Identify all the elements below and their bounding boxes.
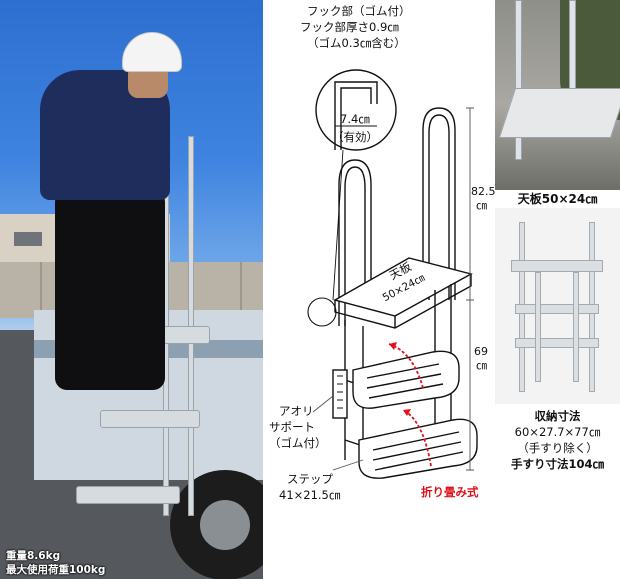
top-plate-caption: 天板50×24㎝: [517, 192, 598, 206]
hook-small-circle: [307, 297, 337, 327]
storage-caption-note: （手すり除く）: [517, 441, 598, 455]
photo-rail-right: [569, 0, 576, 100]
helmet-icon: [122, 32, 182, 72]
support-bracket: [332, 369, 348, 419]
hook-thickness: フック部厚さ0.9㎝: [300, 20, 399, 34]
support-label-2: サポート: [269, 420, 315, 434]
dim-handrail: [466, 107, 474, 301]
weight-text: 重量8.6kg: [6, 550, 61, 562]
upper-step: [352, 350, 460, 409]
handrail-right: [422, 107, 456, 300]
truck-tire: [170, 470, 263, 579]
worker-legs: [55, 190, 165, 390]
top-plate-photo: [495, 0, 620, 190]
body-height-unit: ㎝: [476, 359, 487, 372]
photo-rail-left: [515, 0, 522, 160]
handrail-left: [338, 159, 372, 326]
dim-body: [466, 300, 474, 471]
folding-label: 折り畳み式: [421, 485, 479, 499]
ladder-drawing: [307, 69, 478, 479]
step-size: 41×21.5㎝: [279, 488, 341, 502]
ladder-step: [100, 410, 200, 428]
handrail-height-unit: ㎝: [476, 199, 487, 212]
storage-caption-handrail: 手すり寸法104㎝: [510, 457, 604, 471]
max-load-text: 最大使用荷重100kg: [6, 564, 106, 576]
handrail-height-value: 82.5: [471, 185, 496, 198]
storage-caption-size: 60×27.7×77㎝: [514, 425, 601, 439]
hook-detail-circle: [315, 69, 397, 151]
top-plate-image: [498, 88, 620, 138]
step-label: ステップ: [287, 472, 333, 486]
hook-shape: [334, 81, 378, 150]
handrail-right-inner: [428, 114, 450, 300]
support-label-1: アオリ: [279, 404, 314, 418]
ladder-diagram: フック部（ゴム付） フック部厚さ0.9㎝ （ゴム0.3㎝含む） 7.4㎝ （有効…: [263, 0, 496, 579]
handrail-left-inner: [344, 166, 366, 326]
ladder-step: [76, 486, 180, 504]
storage-photo: [495, 208, 620, 404]
fold-arrow-upper: [388, 343, 424, 389]
hook-effective: （有効）: [332, 130, 378, 144]
body-height-value: 69: [474, 345, 488, 358]
hook-rubber: （ゴム0.3㎝含む）: [307, 36, 406, 50]
main-photo: 重量8.6kg 最大使用荷重100kg: [0, 0, 263, 579]
hook-title: フック部（ゴム付）: [307, 4, 411, 18]
storage-caption-title: 収納寸法: [534, 409, 581, 423]
support-label-3: （ゴム付）: [269, 436, 327, 450]
hook-width: 7.4㎝: [340, 112, 370, 126]
